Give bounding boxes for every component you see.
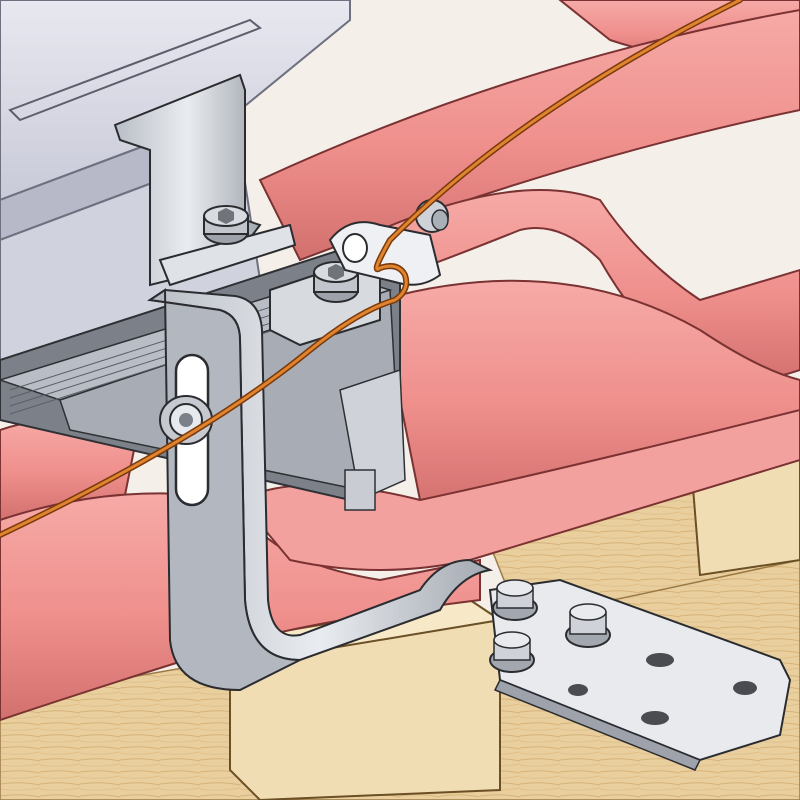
plate-screw bbox=[489, 631, 535, 673]
roof-tile bbox=[238, 408, 800, 571]
bolt-head bbox=[203, 205, 249, 245]
plate-hole bbox=[641, 711, 669, 725]
base-plate bbox=[488, 578, 792, 771]
ground-wire-highlight bbox=[0, 0, 742, 537]
plate-hole bbox=[733, 681, 757, 695]
plate-hole bbox=[568, 684, 588, 696]
plate-screw bbox=[565, 603, 611, 648]
plate-hole bbox=[646, 653, 674, 667]
plate-screw bbox=[492, 579, 538, 621]
